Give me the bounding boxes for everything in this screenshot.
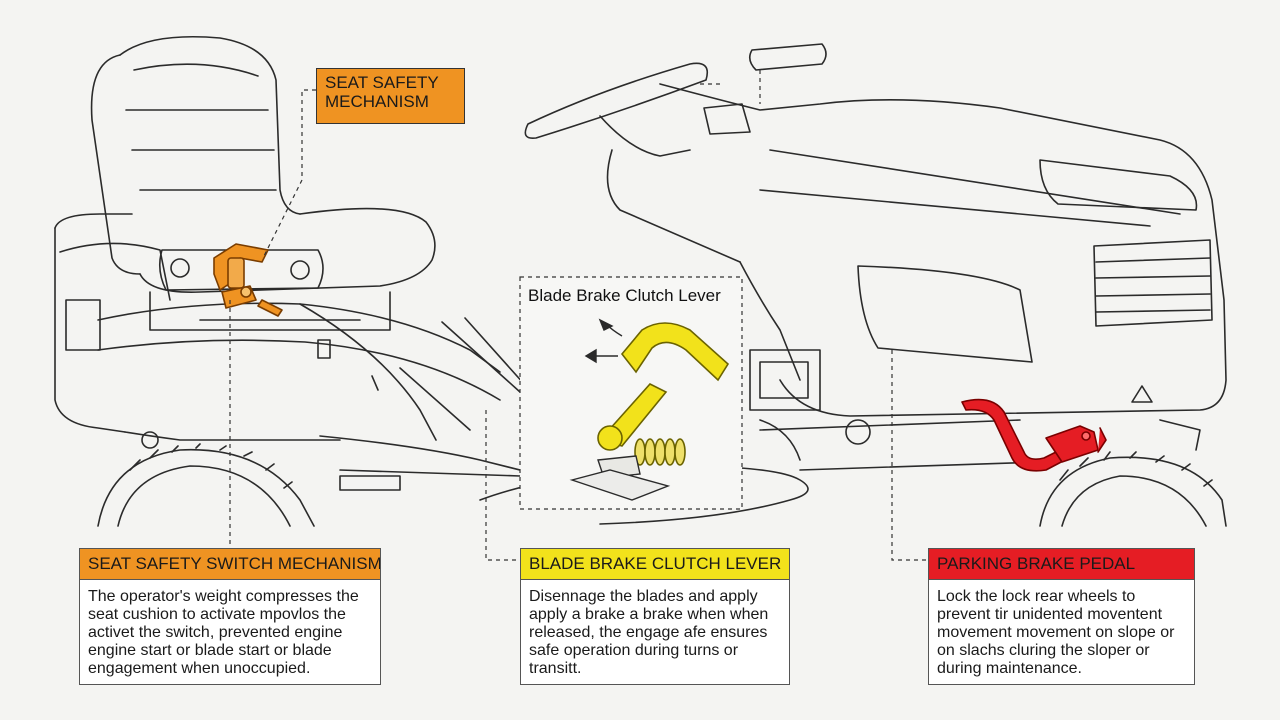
- blade-clutch-panel: BLADE BRAKE CLUTCH LEVER Disennage the b…: [520, 548, 790, 685]
- rear-fender: [54, 213, 526, 441]
- parking-brake-highlight: [961, 398, 1107, 472]
- blade-lever-inset-title: Blade Brake Clutch Lever: [528, 286, 721, 305]
- seat-safety-tag: SEAT SAFETY MECHANISM: [316, 68, 465, 124]
- seat-illustration: [90, 35, 436, 359]
- blade-panel-leader: [485, 410, 520, 561]
- blade-lever-inset: [519, 276, 743, 510]
- rear-wheel: [97, 443, 315, 527]
- seat-safety-panel-title: SEAT SAFETY SWITCH MECHANISM: [80, 549, 380, 580]
- parking-brake-panel-title: PARKING BRAKE PEDAL: [929, 549, 1194, 580]
- seat-switch-highlight: [213, 243, 283, 317]
- blade-clutch-panel-body: Disennage the blades and apply apply a b…: [529, 588, 769, 677]
- blade-clutch-panel-title: BLADE BRAKE CLUTCH LEVER: [521, 549, 789, 580]
- seat-safety-panel: SEAT SAFETY SWITCH MECHANISM The operato…: [79, 548, 381, 685]
- front-wheel: [1039, 419, 1227, 527]
- parking-brake-panel: PARKING BRAKE PEDAL Lock the lock rear w…: [928, 548, 1195, 685]
- seat-tag-leader: [263, 89, 316, 257]
- seat-safety-panel-body: The operator's weight compresses the sea…: [88, 588, 359, 677]
- brake-panel-leader: [891, 350, 928, 561]
- steering-and-hood: [524, 43, 1227, 417]
- parking-brake-panel-body: Lock the lock rear wheels to prevent tir…: [937, 588, 1175, 677]
